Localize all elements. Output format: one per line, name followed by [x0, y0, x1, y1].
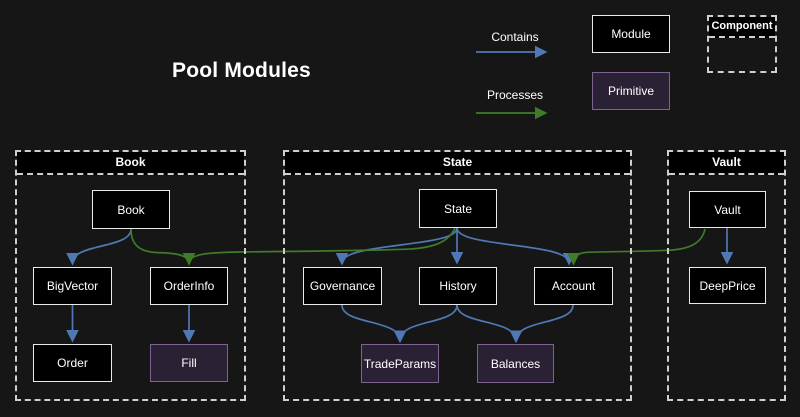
node-governance-label: Governance: [309, 279, 376, 293]
node-governance: Governance: [303, 267, 382, 305]
legend-primitive-box: Primitive: [592, 72, 670, 110]
node-balances-label: Balances: [490, 356, 541, 371]
node-order: Order: [33, 344, 112, 382]
node-tradeparams-label: TradeParams: [363, 356, 437, 371]
node-deepprice-label: DeepPrice: [699, 278, 756, 293]
container-vault-title: Vault: [669, 152, 784, 175]
node-deepprice: DeepPrice: [689, 267, 766, 304]
legend-component-box: Component: [707, 15, 777, 73]
container-state: State: [283, 150, 632, 401]
node-state-label: State: [443, 201, 473, 216]
legend-contains-label: Contains: [491, 30, 539, 44]
container-vault: Vault: [667, 150, 786, 401]
container-state-title: State: [285, 152, 630, 175]
node-fill: Fill: [150, 344, 228, 382]
node-book-label: Book: [117, 202, 145, 217]
legend-module-box: Module: [592, 15, 670, 53]
node-bigvector-label: BigVector: [46, 279, 99, 293]
legend-component-label: Component: [709, 17, 775, 38]
node-orderinfo: OrderInfo: [150, 267, 228, 305]
node-history-label: History: [439, 279, 477, 293]
node-fill-label: Fill: [181, 356, 197, 370]
legend-module-label: Module: [611, 27, 651, 41]
node-vault: Vault: [689, 191, 766, 228]
node-orderinfo-label: OrderInfo: [163, 279, 215, 293]
page-title: Pool Modules: [172, 59, 311, 82]
legend-primitive-label: Primitive: [607, 84, 654, 98]
node-book: Book: [92, 190, 170, 229]
node-tradeparams: TradeParams: [361, 344, 439, 383]
node-history: History: [419, 267, 497, 305]
container-book-title: Book: [17, 152, 244, 175]
container-book: Book: [15, 150, 246, 401]
node-account-label: Account: [551, 279, 596, 293]
node-account: Account: [534, 267, 613, 305]
node-vault-label: Vault: [714, 202, 741, 217]
node-bigvector: BigVector: [33, 267, 112, 305]
node-order-label: Order: [57, 356, 88, 370]
legend-processes-label: Processes: [486, 88, 544, 102]
node-state: State: [419, 189, 497, 228]
node-balances: Balances: [477, 344, 554, 383]
